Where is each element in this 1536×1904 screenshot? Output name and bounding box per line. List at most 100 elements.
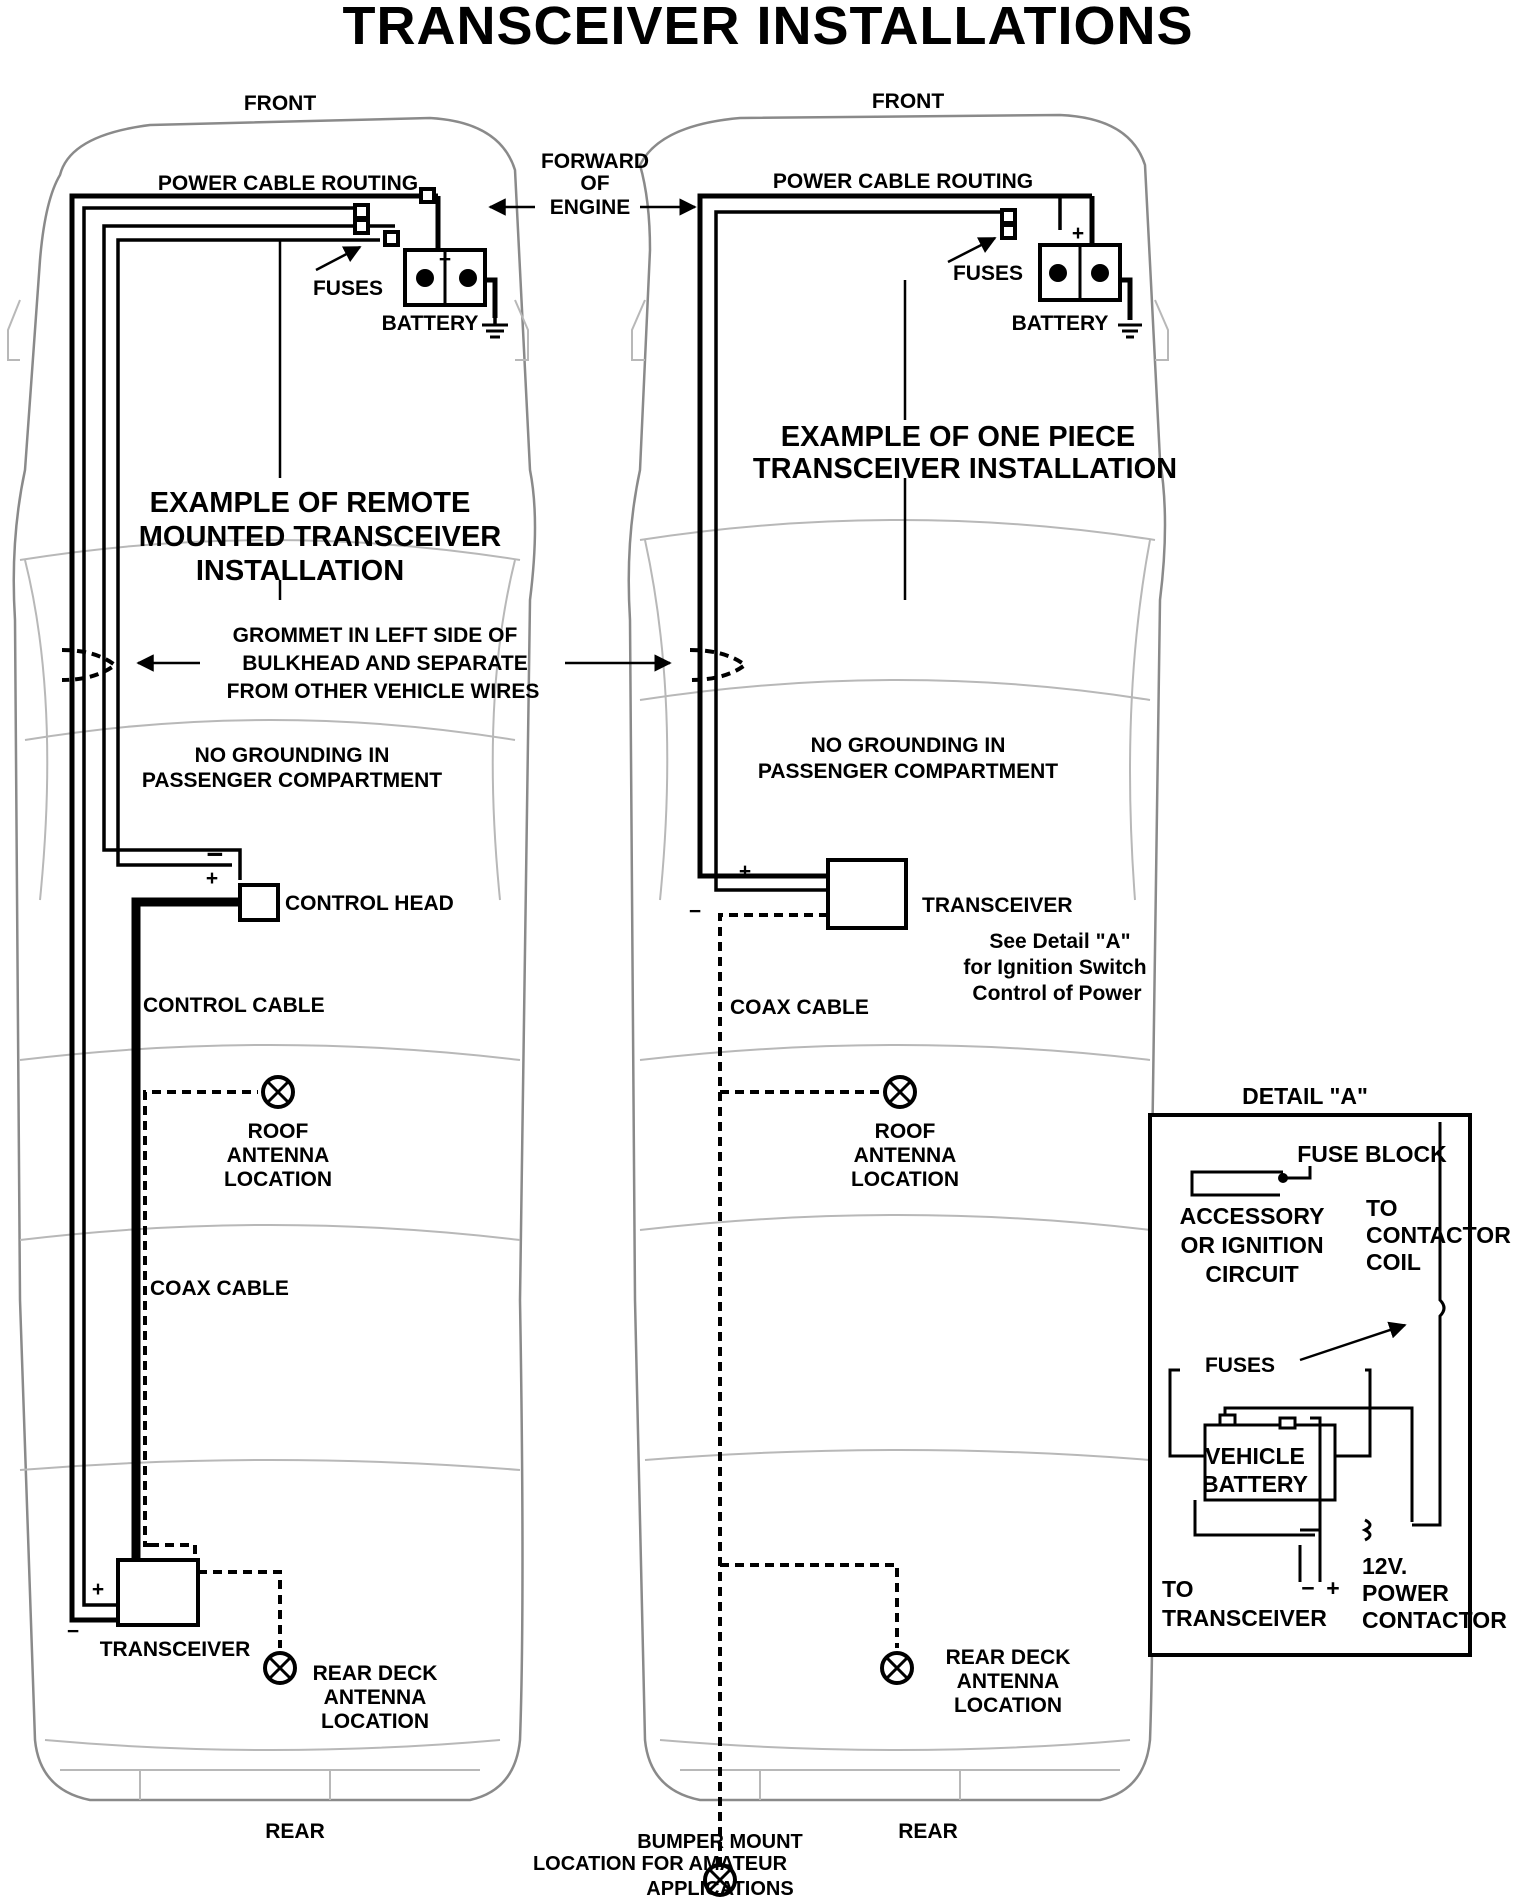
- right-heading-line-2: TRANSCEIVER INSTALLATION: [753, 453, 1177, 485]
- left-car-wiring: [61, 187, 508, 1685]
- power-contactor-line-1: 12V.: [1362, 1553, 1407, 1579]
- to-contactor-line-1: TO: [1366, 1195, 1398, 1221]
- center-arrows: [136, 198, 697, 672]
- right-heading-line-1: EXAMPLE OF ONE PIECE: [781, 421, 1136, 453]
- forward-of-engine-line-2: OF: [580, 172, 609, 195]
- detail-a-panel: [1148, 1113, 1472, 1657]
- left-control-head-minus: −: [207, 839, 224, 871]
- forward-of-engine-line-3: ENGINE: [550, 196, 631, 219]
- right-car-labels: FRONT POWER CABLE ROUTING FUSES BATTERY …: [689, 90, 1177, 1843]
- see-detail-line-1: See Detail "A": [989, 930, 1130, 953]
- fuse-square: [353, 203, 370, 220]
- control-head-label: CONTROL HEAD: [285, 892, 454, 915]
- accessory-line-1: ACCESSORY: [1180, 1203, 1325, 1229]
- fuse-square: [1000, 208, 1017, 225]
- power-contactor-line-3: CONTACTOR: [1362, 1607, 1507, 1633]
- forward-of-engine-line-1: FORWARD: [541, 150, 649, 173]
- bumper-mount-line-3: APPLICATIONS: [646, 1878, 793, 1900]
- left-transceiver-box: [116, 1558, 200, 1627]
- left-car-labels: FRONT POWER CABLE ROUTING FUSES BATTERY …: [67, 92, 501, 1843]
- left-heading-line-1: EXAMPLE OF REMOTE: [150, 487, 471, 519]
- left-roof-antenna-line-1: ROOF: [248, 1120, 309, 1143]
- see-detail-line-3: Control of Power: [972, 982, 1141, 1005]
- right-battery-plus: +: [1072, 222, 1084, 245]
- left-transceiver-label: TRANSCEIVER: [100, 1638, 251, 1661]
- right-roof-antenna-icon: [883, 1075, 917, 1109]
- control-cable-label: CONTROL CABLE: [143, 994, 325, 1017]
- right-no-grounding-line-1: NO GROUNDING IN: [811, 734, 1006, 757]
- left-heading-line-2: MOUNTED TRANSCEIVER: [139, 521, 502, 553]
- right-rear-deck-line-2: ANTENNA: [957, 1670, 1060, 1693]
- center-labels: FORWARD OF ENGINE GROMMET IN LEFT SIDE O…: [227, 150, 803, 1900]
- detail-fuses-label: FUSES: [1205, 1354, 1275, 1377]
- left-rear-deck-antenna-icon: [263, 1651, 297, 1685]
- to-contactor-line-3: COIL: [1366, 1249, 1421, 1275]
- left-roof-antenna-icon: [261, 1075, 295, 1109]
- right-transceiver-label: TRANSCEIVER: [922, 894, 1073, 917]
- left-battery-label: BATTERY: [382, 312, 479, 335]
- left-rear-deck-line-1: REAR DECK: [313, 1662, 438, 1685]
- page-title: TRANSCEIVER INSTALLATIONS: [342, 0, 1193, 56]
- right-transceiver-minus: −: [689, 900, 701, 923]
- left-power-cable-routing-label: POWER CABLE ROUTING: [158, 172, 418, 195]
- right-roof-antenna-line-2: ANTENNA: [854, 1144, 957, 1167]
- vehicle-battery-line-2: BATTERY: [1202, 1471, 1308, 1497]
- to-transceiver-line-2: TRANSCEIVER: [1162, 1605, 1327, 1631]
- left-rear-label: REAR: [265, 1820, 325, 1843]
- right-coax-cable-label: COAX CABLE: [730, 996, 869, 1019]
- accessory-line-2: OR IGNITION: [1180, 1232, 1323, 1258]
- right-rear-deck-line-1: REAR DECK: [946, 1646, 1071, 1669]
- grommet-line-3: FROM OTHER VEHICLE WIRES: [227, 680, 540, 703]
- left-no-grounding-line-1: NO GROUNDING IN: [195, 744, 390, 767]
- right-battery-label: BATTERY: [1012, 312, 1109, 335]
- accessory-line-3: CIRCUIT: [1205, 1261, 1298, 1287]
- left-rear-deck-line-3: LOCATION: [321, 1710, 429, 1733]
- detail-a-labels: DETAIL "A" FUSE BLOCK ACCESSORY OR IGNIT…: [1162, 1083, 1511, 1633]
- left-battery-plus: +: [439, 248, 451, 271]
- left-car-outline: [7, 116, 537, 1802]
- left-no-grounding-line-2: PASSENGER COMPARTMENT: [142, 769, 442, 792]
- bumper-mount-line-2: LOCATION FOR AMATEUR: [533, 1853, 788, 1875]
- left-transceiver-minus: −: [67, 1620, 79, 1643]
- grommet-line-2: BULKHEAD AND SEPARATE: [242, 652, 527, 675]
- detail-transceiver-minus: −: [1301, 1575, 1314, 1601]
- fuse-square: [353, 218, 370, 235]
- power-contactor-line-2: POWER: [1362, 1580, 1449, 1606]
- grommet-line-1: GROMMET IN LEFT SIDE OF: [233, 624, 518, 647]
- right-rear-deck-antenna-icon: [880, 1651, 914, 1685]
- right-roof-antenna-line-3: LOCATION: [851, 1168, 959, 1191]
- right-rear-deck-line-3: LOCATION: [954, 1694, 1062, 1717]
- right-transceiver-box: [826, 858, 908, 930]
- right-rear-label: REAR: [898, 1820, 958, 1843]
- left-roof-antenna-line-3: LOCATION: [224, 1168, 332, 1191]
- to-contactor-line-2: CONTACTOR: [1366, 1222, 1511, 1248]
- fuse-block-label: FUSE BLOCK: [1297, 1141, 1447, 1167]
- right-power-cable-routing-label: POWER CABLE ROUTING: [773, 170, 1033, 193]
- left-rear-deck-line-2: ANTENNA: [324, 1686, 427, 1709]
- see-detail-line-2: for Ignition Switch: [963, 956, 1146, 979]
- fuse-square: [383, 230, 400, 247]
- right-car-wiring: [689, 193, 1142, 1897]
- left-heading-line-3: INSTALLATION: [196, 555, 404, 587]
- bumper-mount-antenna-icon: [703, 1863, 737, 1897]
- right-roof-antenna-line-1: ROOF: [875, 1120, 936, 1143]
- left-roof-antenna-line-2: ANTENNA: [227, 1144, 330, 1167]
- left-front-label: FRONT: [244, 92, 316, 115]
- bumper-mount-line-1: BUMPER MOUNT: [637, 1831, 803, 1853]
- control-head-box: [238, 883, 280, 922]
- left-coax-cable-label: COAX CABLE: [150, 1277, 289, 1300]
- fuse-square: [1000, 223, 1017, 240]
- detail-a-title: DETAIL "A": [1242, 1083, 1368, 1109]
- detail-transceiver-plus: +: [1326, 1575, 1339, 1601]
- left-transceiver-plus: +: [92, 1578, 104, 1601]
- right-no-grounding-line-2: PASSENGER COMPARTMENT: [758, 760, 1058, 783]
- right-transceiver-plus: +: [739, 860, 751, 883]
- left-fuses-label: FUSES: [313, 277, 383, 300]
- fuse-block-square: [419, 187, 436, 204]
- right-car-outline: [627, 113, 1169, 1802]
- right-front-label: FRONT: [872, 90, 944, 113]
- vehicle-battery-line-1: VEHICLE: [1205, 1443, 1305, 1469]
- left-control-head-plus: +: [206, 867, 218, 890]
